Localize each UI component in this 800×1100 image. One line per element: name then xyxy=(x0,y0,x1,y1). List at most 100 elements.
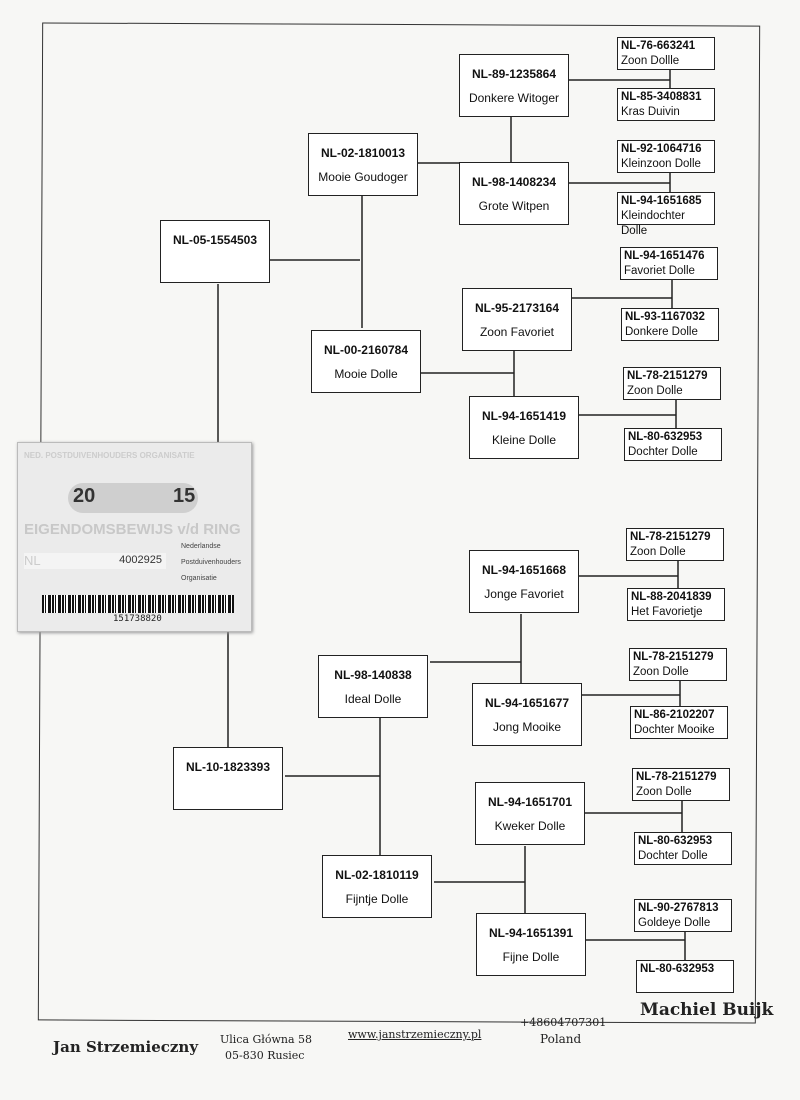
ring-ownership-card: NED. POSTDUIVENHOUDERS ORGANISATIE 20 15… xyxy=(17,442,252,632)
ring-number: NL-80-632953 xyxy=(628,431,703,443)
ring-number: NL-85-3408831 xyxy=(621,91,702,103)
bird-name: Goldeye Dolle xyxy=(638,917,711,929)
footer-website-link[interactable]: www.janstrzemieczny.pl xyxy=(348,1028,482,1041)
ring-number: NL-78-2151279 xyxy=(633,651,714,663)
ring-number: NL-89-1235864 xyxy=(471,67,557,81)
signature: Machiel Buijk xyxy=(640,1000,774,1020)
bird-name: Zoon Dolle xyxy=(633,666,689,678)
ring-number: NL-76-663241 xyxy=(621,40,696,52)
ring-number: NL-80-632953 xyxy=(640,963,715,975)
bird-name: Kleinzoon Dolle xyxy=(621,158,701,170)
bird-name: Donkere Dolle xyxy=(625,326,698,338)
card-country: NL xyxy=(24,553,41,568)
bird-name: Zoon Dolle xyxy=(636,786,692,798)
card-year-left: 20 xyxy=(73,485,96,507)
footer-phone: +48604707301 xyxy=(520,1016,607,1029)
ring-number: NL-00-2160784 xyxy=(323,343,409,357)
ring-number: NL-78-2151279 xyxy=(636,771,717,783)
bird-name: Dochter Mooike xyxy=(634,724,715,736)
barcode-number: 151738820 xyxy=(113,614,162,624)
bird-name: Favoriet Dolle xyxy=(624,265,695,277)
bird-name: Jong Mooike xyxy=(492,720,562,734)
ring-number: NL-94-1651685 xyxy=(621,195,702,207)
ring-number: NL-98-1408234 xyxy=(471,175,557,189)
pedigree-box-gen1: NL-10-1823393 xyxy=(173,747,283,810)
footer-name: Jan Strzemieczny xyxy=(53,1038,199,1056)
bird-name: Grote Witpen xyxy=(478,199,550,213)
ring-number: NL-94-1651701 xyxy=(487,795,573,809)
pedigree-box-gen1: NL-05-1554503 xyxy=(160,220,270,283)
card-organisation: NED. POSTDUIVENHOUDERS ORGANISATIE xyxy=(24,451,195,460)
ring-number: NL-02-1810119 xyxy=(335,868,419,882)
ring-number: NL-02-1810013 xyxy=(320,146,406,160)
npo-line-3: Organisatie xyxy=(181,575,217,582)
npo-line-1: Nederlandse xyxy=(181,543,221,550)
bird-name: Dochter Dolle xyxy=(628,446,698,458)
ring-number: NL-94-1651677 xyxy=(484,696,570,710)
ring-number: NL-90-2767813 xyxy=(638,902,719,914)
npo-line-2: Postduivenhouders xyxy=(181,559,241,566)
bird-name: Jonge Favoriet xyxy=(484,587,564,601)
bird-name: Fijne Dolle xyxy=(502,950,560,964)
pedigree-box-gen4: NL-80-632953 xyxy=(636,960,734,993)
bird-name: Kleine Dolle xyxy=(491,433,557,447)
bird-name: Kleindochter Dolle xyxy=(621,210,685,237)
bird-name: Donkere Witoger xyxy=(468,91,560,105)
ring-number: NL-92-1064716 xyxy=(621,143,702,155)
footer-country: Poland xyxy=(540,1032,582,1046)
ring-number: NL-98-140838 xyxy=(334,668,412,682)
bird-name: Kras Duivin xyxy=(621,106,680,118)
ring-number: NL-78-2151279 xyxy=(627,370,708,382)
bird-name: Zoon Dollle xyxy=(621,55,680,67)
ring-number: NL-88-2041839 xyxy=(631,591,712,603)
bird-name: Kweker Dolle xyxy=(494,819,566,833)
bird-name: Mooie Dolle xyxy=(334,367,398,381)
ring-number: NL-80-632953 xyxy=(638,835,713,847)
ring-number: NL-93-1167032 xyxy=(625,311,705,323)
barcode xyxy=(42,595,234,613)
footer-address-2: 05-830 Rusiec xyxy=(225,1049,305,1062)
ring-number: NL-86-2102207 xyxy=(634,709,715,721)
bird-name: Fijntje Dolle xyxy=(345,892,409,906)
ring-number: NL-95-2173164 xyxy=(474,301,560,315)
ring-number: NL-94-1651668 xyxy=(481,563,567,577)
ring-number: NL-94-1651419 xyxy=(481,409,567,423)
ring-number: NL-78-2151279 xyxy=(630,531,711,543)
bird-name: Zoon Favoriet xyxy=(479,325,555,339)
ring-number: NL-94-1651476 xyxy=(624,250,705,262)
ring-number: NL-10-1823393 xyxy=(185,760,271,774)
bird-name: Dochter Dolle xyxy=(638,850,708,862)
bird-name: Zoon Dolle xyxy=(630,546,686,558)
footer-address-1: Ulica Główna 58 xyxy=(220,1033,313,1046)
bird-name: Mooie Goudoger xyxy=(318,170,408,184)
